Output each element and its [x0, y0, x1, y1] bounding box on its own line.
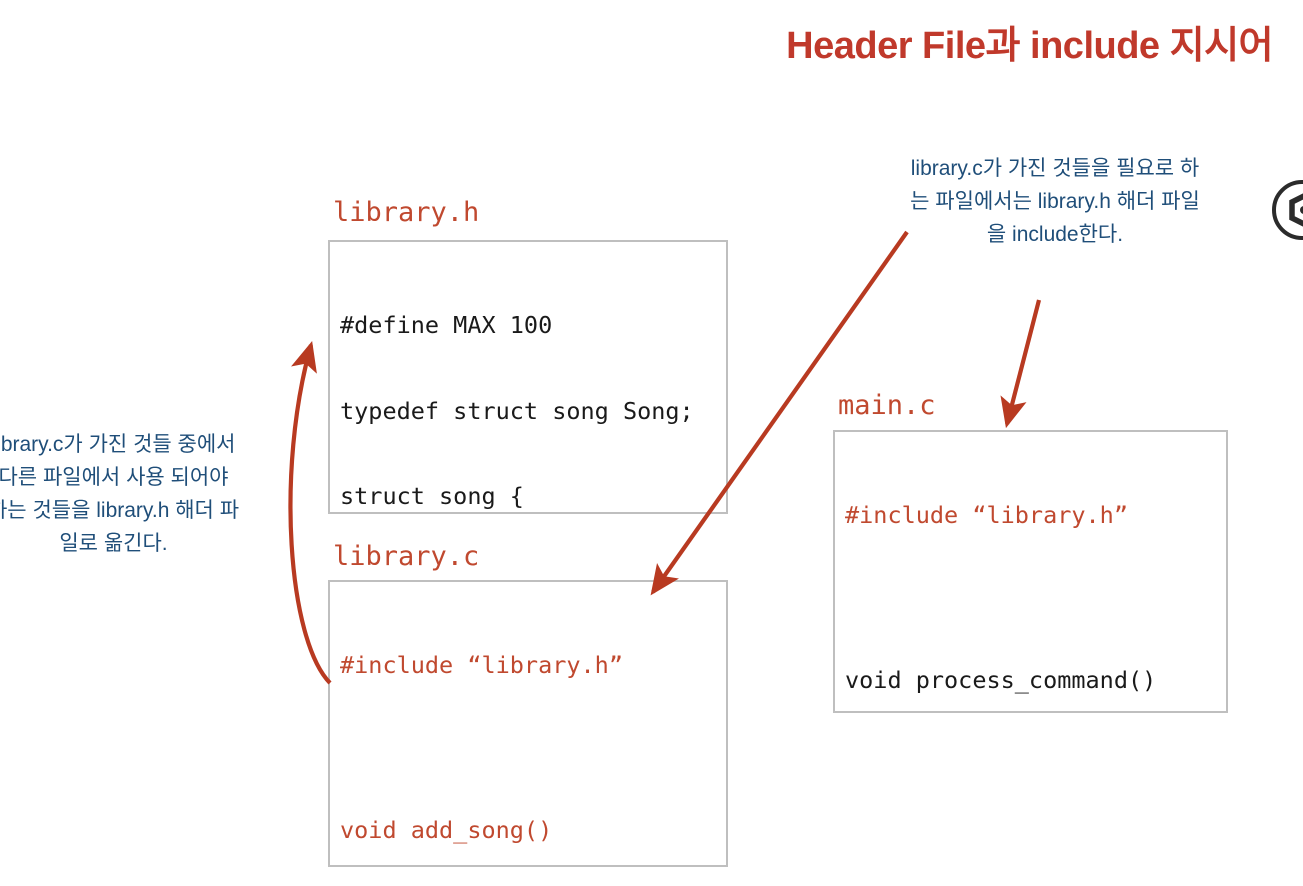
- short-arrow-icon: [1000, 299, 1042, 429]
- code-line: typedef struct song Song;: [340, 396, 694, 425]
- file-label-library-h: library.h: [333, 197, 480, 228]
- code-line: #include “library.h”: [845, 501, 1128, 529]
- code-line-blank: [340, 737, 716, 759]
- annotation-include-header: library.c가 가진 것들을 필요로 하는 파일에서는 library.h…: [910, 157, 1200, 246]
- code-line: void process_command(): [845, 665, 1157, 694]
- code-box-library-h: #define MAX 100 typedef struct song Song…: [328, 240, 728, 514]
- code-line: #include “library.h”: [340, 651, 623, 679]
- code-line: #define MAX 100: [340, 311, 553, 339]
- code-line-blank: [845, 587, 1216, 609]
- curved-arrow-icon: [288, 340, 332, 685]
- file-label-library-c: library.c: [333, 541, 480, 572]
- hexagon-in-circle-logo-icon: [1272, 180, 1303, 240]
- code-box-main-c: #include “library.h” void process_comman…: [833, 430, 1228, 713]
- code-line: struct song {: [340, 482, 524, 510]
- file-label-main-c: main.c: [838, 390, 936, 421]
- code-box-library-c: #include “library.h” void add_song() { ……: [328, 580, 728, 867]
- page-title: Header File과 include 지시어: [786, 25, 1273, 67]
- code-line: void add_song(): [340, 815, 553, 844]
- annotation-move-to-header: library.c가 가진 것들 중에서 다른 파일에서 사용 되어야 하는 것…: [0, 433, 240, 555]
